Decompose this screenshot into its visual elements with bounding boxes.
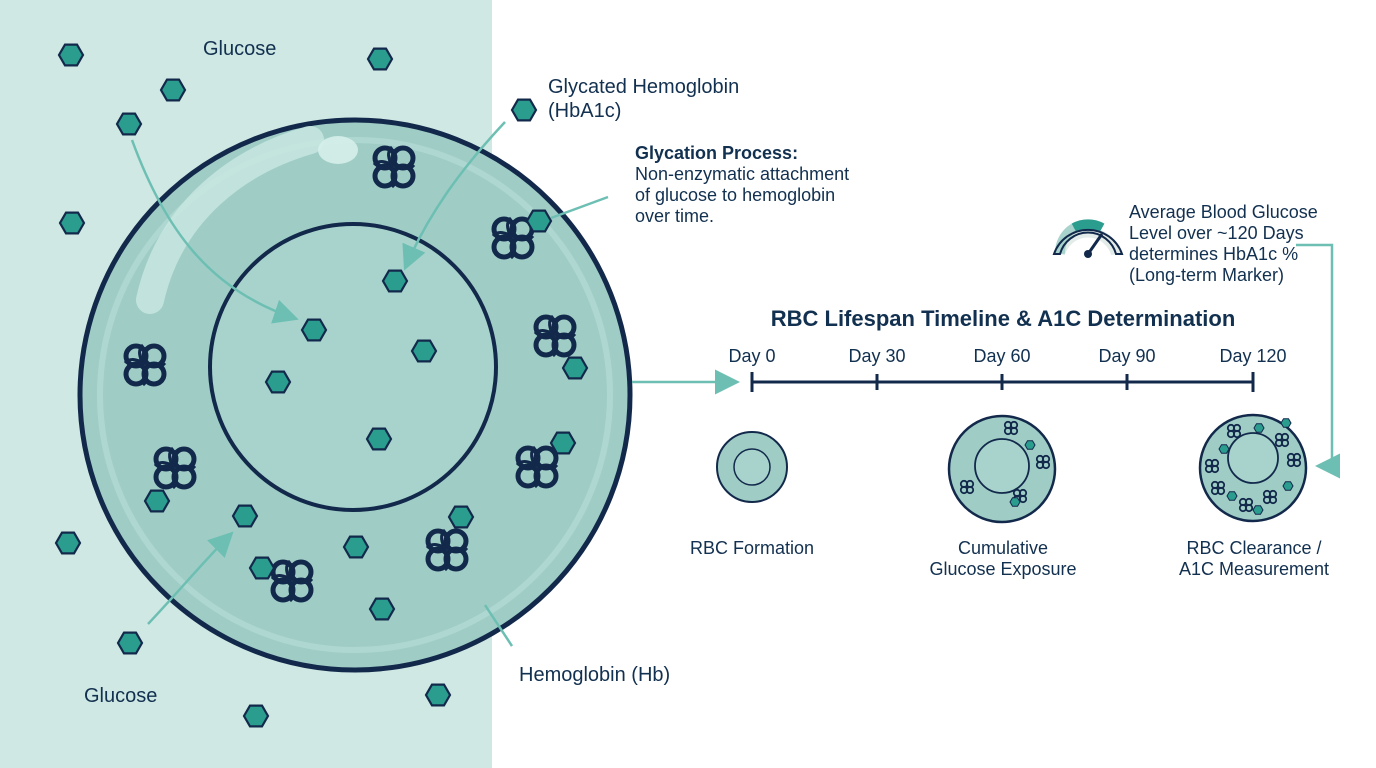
stage-label-clearance-line1: RBC Clearance / xyxy=(1186,538,1322,558)
glucose-label-bottom: Glucose xyxy=(84,685,158,707)
tick-label-day-60: Day 60 xyxy=(973,346,1031,366)
glucose-hexagon-icon xyxy=(54,531,82,555)
glycated-hemoglobin-label-line2: (HbA1c) xyxy=(548,100,622,122)
glucose-hexagon-icon xyxy=(368,597,396,621)
stage-label-exposure-line1: Cumulative xyxy=(957,538,1049,558)
arrow-icon xyxy=(402,121,506,271)
hemoglobin-label: Hemoglobin (Hb) xyxy=(519,664,671,686)
glycated-hemoglobin-label-line1: Glycated Hemoglobin xyxy=(548,76,740,98)
glucose-hexagon-icon xyxy=(549,431,577,455)
glucose-hexagon-icon xyxy=(116,631,144,655)
average-glucose-line3: determines HbA1c % xyxy=(1129,244,1299,264)
glucose-hexagon-icon xyxy=(264,370,292,394)
glycation-process-title: Glycation Process: xyxy=(635,143,799,163)
red-blood-cell xyxy=(77,117,633,673)
glucose-hexagon-icon xyxy=(57,43,85,67)
glucose-hexagon-icon xyxy=(381,269,409,293)
arrow-icon xyxy=(1296,243,1340,479)
average-glucose-line4: (Long-term Marker) xyxy=(1129,265,1285,285)
glucose-hexagon-icon xyxy=(342,535,370,559)
glucose-hexagon-icon xyxy=(231,504,259,528)
stage-cell-clearance xyxy=(1198,413,1308,523)
timeline-title: RBC Lifespan Timeline & A1C Determinatio… xyxy=(770,306,1236,331)
glucose-hexagon-icon xyxy=(510,98,538,122)
glucose-hexagon-icon xyxy=(58,211,86,235)
stage-cell-formation xyxy=(716,431,788,503)
glucose-hexagon-icon xyxy=(424,683,452,707)
arrows xyxy=(130,121,1340,647)
tick-label-day-90: Day 90 xyxy=(1098,346,1156,366)
average-glucose-line2: Level over ~120 Days xyxy=(1129,223,1304,243)
tick-label-day-0: Day 0 xyxy=(728,346,776,366)
tick-label-day-120: Day 120 xyxy=(1219,346,1287,366)
glycation-process-line1: Non-enzymatic attachment xyxy=(635,164,850,184)
stage-cell-exposure xyxy=(947,414,1057,524)
glucose-hexagon-icon xyxy=(525,209,553,233)
glycation-leader-line xyxy=(550,195,609,220)
stage-label-formation: RBC Formation xyxy=(689,538,815,558)
stage-label-exposure-line2: Glucose Exposure xyxy=(929,559,1077,579)
glucose-hexagon-icon xyxy=(365,427,393,451)
glucose-hexagon-icon xyxy=(410,339,438,363)
hemoglobin-leader-line xyxy=(483,604,514,647)
arrow-icon xyxy=(147,531,234,625)
glucose-hexagon-icon xyxy=(159,78,187,102)
glycation-process-line3: over time. xyxy=(635,206,715,226)
glucose-hexagon-icon xyxy=(300,318,328,342)
glucose-label-top: Glucose xyxy=(203,38,277,60)
arrow-icon xyxy=(130,139,299,324)
glucose-hexagon-icon xyxy=(248,556,276,580)
glucose-hexagon-icon xyxy=(115,112,143,136)
tick-label-day-30: Day 30 xyxy=(848,346,906,366)
glucose-hexagon-icon xyxy=(561,356,589,380)
glucose-hexagon-icon xyxy=(143,489,171,513)
gauge-icon xyxy=(1052,219,1124,258)
glycation-process-line2: of glucose to hemoglobin xyxy=(635,185,836,205)
average-glucose-line1: Average Blood Glucose xyxy=(1129,202,1318,222)
glucose-hexagon-icon xyxy=(366,47,394,71)
glucose-hexagon-icon xyxy=(447,505,475,529)
timeline-axis xyxy=(750,372,1255,392)
glucose-hexagon-icon xyxy=(242,704,270,728)
stage-label-clearance-line2: A1C Measurement xyxy=(1178,559,1330,579)
